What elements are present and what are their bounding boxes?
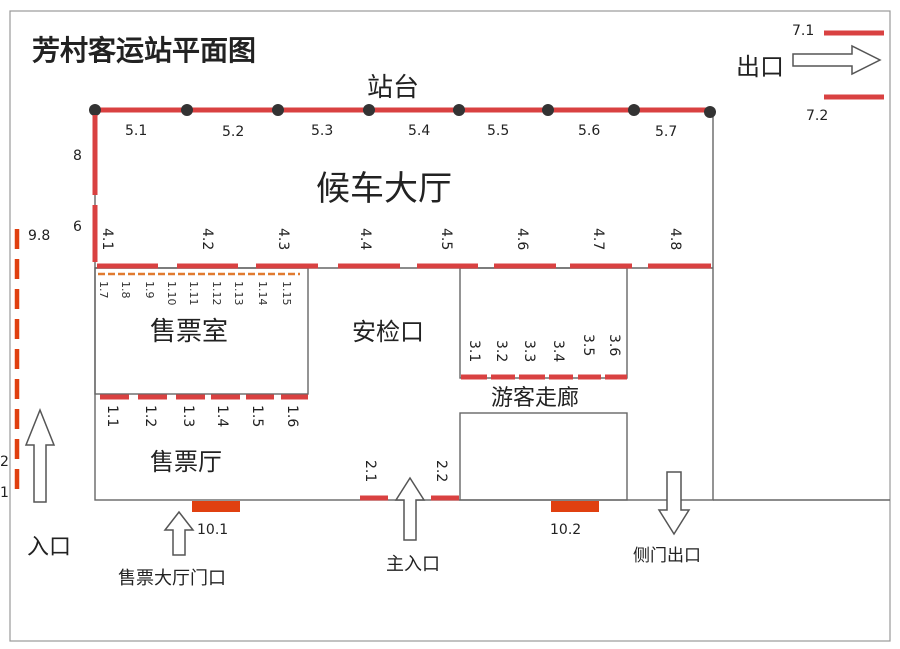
window-1-3: 1.3 — [180, 405, 196, 427]
waiting-hall-label: 候车大厅 — [316, 169, 452, 209]
platform-gate-labels: 5.1 5.2 5.3 5.4 5.5 5.6 5.7 — [125, 123, 677, 140]
ticket-window-labels: 1.1 1.2 1.3 1.4 1.5 1.6 — [104, 405, 300, 427]
waiting-gate-labels: 4.1 4.2 4.3 4.4 4.5 4.6 4.7 4.8 — [99, 228, 683, 250]
entrance-2: 2 — [0, 454, 9, 470]
main-entrance-arrow-icon — [394, 476, 426, 541]
window-1-7: 1.7 — [97, 281, 110, 299]
platform-line — [89, 104, 716, 118]
platform-post — [89, 104, 101, 116]
gate-5-1: 5.1 — [125, 123, 147, 139]
ticket-office-label: 售票室 — [150, 317, 228, 347]
security-label: 安检口 — [352, 318, 424, 346]
side-exit-arrow-icon — [657, 471, 691, 536]
window-1-2: 1.2 — [142, 405, 158, 427]
gate-5-2: 5.2 — [222, 124, 244, 140]
gate-4-1: 4.1 — [99, 228, 115, 250]
exit-label: 出口 — [736, 53, 784, 81]
gate-10-1: 10.1 — [197, 522, 228, 538]
platform-post — [704, 106, 716, 118]
gate-3-6: 3.6 — [606, 334, 622, 356]
gate-3-5: 3.5 — [580, 334, 596, 356]
gate-5-5: 5.5 — [487, 123, 509, 139]
gate-4-2: 4.2 — [199, 228, 215, 250]
window-1-1: 1.1 — [104, 405, 120, 427]
window-1-10: 1.10 — [165, 281, 178, 306]
entrance-label: 入口 — [27, 535, 71, 560]
gate-5-3: 5.3 — [311, 123, 333, 139]
window-1-12: 1.12 — [210, 281, 223, 306]
window-1-13: 1.13 — [232, 281, 245, 306]
platform-post — [272, 104, 284, 116]
gate-5-4: 5.4 — [408, 123, 430, 139]
window-1-5: 1.5 — [249, 405, 265, 427]
gate-3-2: 3.2 — [493, 340, 509, 362]
gate-3-3: 3.3 — [521, 340, 537, 362]
window-1-15: 1.15 — [280, 281, 293, 306]
gate-2-1: 2.1 — [362, 460, 378, 482]
label-6: 6 — [73, 219, 82, 235]
gate-5-7: 5.7 — [655, 124, 677, 140]
platform-post — [542, 104, 554, 116]
ticket-gate-arrow-icon — [163, 510, 195, 556]
gate-7-2: 7.2 — [806, 108, 828, 124]
window-1-14: 1.14 — [256, 281, 269, 306]
gate-4-3: 4.3 — [275, 228, 291, 250]
outer-frame — [9, 10, 891, 642]
gate-3-1: 3.1 — [466, 340, 482, 362]
window-1-6: 1.6 — [284, 405, 300, 427]
window-1-8: 1.8 — [119, 281, 132, 299]
gate-4-7: 4.7 — [590, 228, 606, 250]
map-title: 芳村客运站平面图 — [32, 34, 256, 67]
window-1-9: 1.9 — [143, 281, 156, 299]
corridor-gate-labels: 3.1 3.2 3.3 3.4 3.5 3.6 — [466, 334, 622, 362]
gate-3-4: 3.4 — [550, 340, 566, 362]
side-exit-label: 侧门出口 — [633, 546, 701, 566]
label-8: 8 — [73, 148, 82, 164]
corridor-label: 游客走廊 — [491, 386, 579, 411]
gate-10-2: 10.2 — [550, 522, 581, 538]
window-1-4: 1.4 — [214, 405, 230, 427]
platform-post — [181, 104, 193, 116]
gate-2-2: 2.2 — [433, 460, 449, 482]
main-entrance-label: 主入口 — [386, 554, 440, 575]
office-small-labels: 1.7 1.8 1.9 1.10 1.11 1.12 1.13 1.14 1.1… — [97, 281, 293, 306]
ticket-hall-gate-label: 售票大厅门口 — [118, 568, 226, 589]
gate-7-1: 7.1 — [792, 23, 814, 39]
gate-4-5: 4.5 — [438, 228, 454, 250]
gate-5-6: 5.6 — [578, 123, 600, 139]
gate-10-2-bar — [551, 501, 599, 512]
gate-9-8: 9.8 — [28, 228, 50, 244]
gate-4-4: 4.4 — [357, 228, 373, 250]
entrance-1: 1 — [0, 485, 9, 501]
ticket-hall-label: 售票厅 — [150, 448, 222, 476]
platform-post — [363, 104, 375, 116]
gate-10-1-bar — [192, 501, 240, 512]
platform-label: 站台 — [367, 73, 419, 103]
gate-4-8: 4.8 — [667, 228, 683, 250]
entrance-arrow-icon — [24, 407, 56, 503]
platform-post — [453, 104, 465, 116]
gate-4-6: 4.6 — [514, 228, 530, 250]
window-1-11: 1.11 — [187, 281, 200, 306]
platform-post — [628, 104, 640, 116]
exit-arrow-icon — [792, 44, 882, 76]
